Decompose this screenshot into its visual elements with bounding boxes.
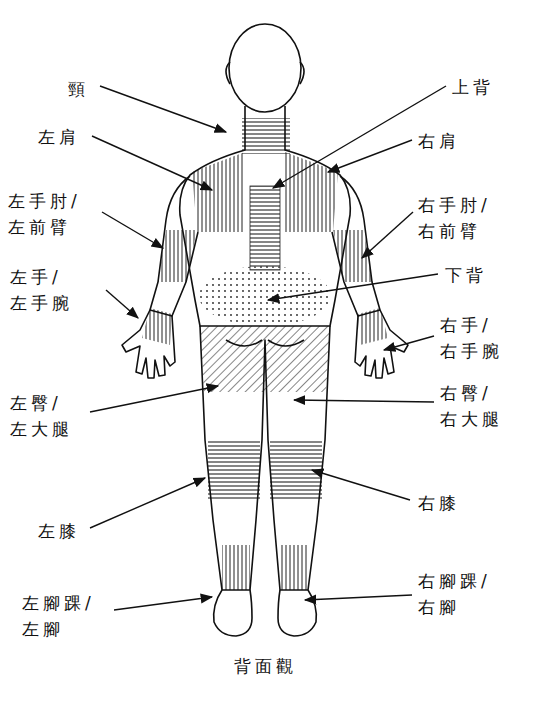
leader-line <box>90 386 218 412</box>
body-part-label: 右肩 <box>418 128 460 154</box>
head <box>229 24 301 112</box>
right-foot <box>278 590 316 636</box>
leader-line <box>100 86 226 132</box>
buttock-folds <box>226 340 304 346</box>
leader-line <box>362 212 413 258</box>
body-part-label: 右手/ 右手腕 <box>440 312 503 365</box>
leader-line <box>102 212 163 248</box>
leader-line <box>114 597 212 610</box>
left-shoulder-hatch <box>192 152 245 232</box>
right-shoulder-hatch <box>285 152 338 232</box>
left-foot <box>214 590 252 636</box>
leader-line <box>90 478 205 528</box>
body-part-label: 左手肘/ 左前臂 <box>8 188 81 241</box>
body-part-label: 上背 <box>452 74 494 100</box>
torso <box>180 106 351 326</box>
legs <box>200 326 330 590</box>
left-arm <box>150 176 198 316</box>
leader-line <box>294 400 434 402</box>
leader-line <box>92 136 212 190</box>
body-part-label: 右手肘/ 右前臂 <box>418 192 491 245</box>
body-part-label: 左肩 <box>38 124 80 150</box>
neck-hatch <box>242 118 290 154</box>
right-arm <box>332 176 380 316</box>
body-part-label: 左臀/ 左大腿 <box>10 390 73 443</box>
lower-back-dots <box>199 266 331 326</box>
ears <box>226 62 304 84</box>
leader-line <box>384 336 434 350</box>
left-wrist-hatch <box>142 308 172 345</box>
upper-back-ground <box>250 186 280 270</box>
left-ankle-hatch <box>222 545 250 590</box>
body-part-label: 右腳踝/ 右腳 <box>418 568 491 621</box>
left-hand <box>122 310 175 378</box>
body-part-label: 右膝 <box>418 490 460 516</box>
leader-lines <box>90 86 446 610</box>
body-outline <box>122 24 408 636</box>
leader-line <box>305 595 412 600</box>
body-part-label: 左膝 <box>38 518 80 544</box>
leader-line <box>268 274 438 300</box>
right-hand <box>355 310 408 378</box>
view-caption: 背面觀 <box>234 655 297 678</box>
body-part-label: 右臀/ 右大腿 <box>440 380 503 433</box>
right-ankle-hatch <box>280 545 308 590</box>
body-part-label: 左腳踝/ 左腳 <box>22 590 95 643</box>
right-wrist-hatch <box>358 308 388 345</box>
leader-line <box>312 470 410 500</box>
body-part-label: 下背 <box>445 262 487 288</box>
leader-line <box>106 290 138 318</box>
body-part-label: 左手/ 左手腕 <box>10 264 73 317</box>
body-part-label: 頸 <box>68 76 89 102</box>
left-knee-hatch <box>208 440 260 500</box>
upper-back-hatch <box>250 186 280 270</box>
leader-line <box>328 140 412 172</box>
